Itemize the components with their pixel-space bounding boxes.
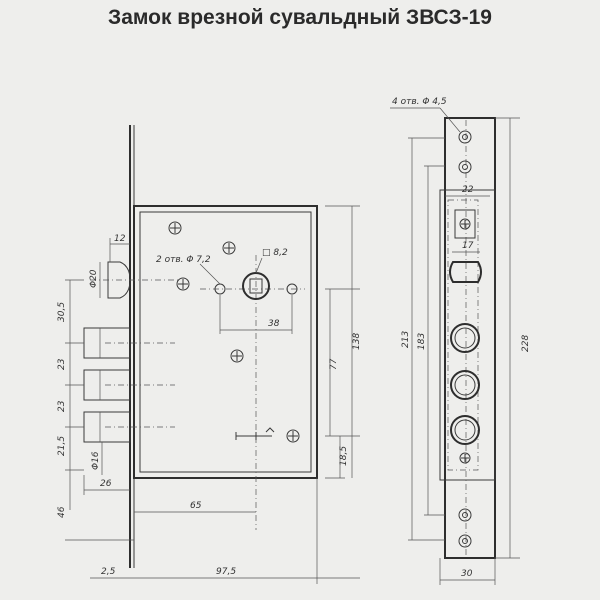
dim-holes-7-2: 2 отв. Φ 7,2	[156, 255, 211, 265]
dim-22: 22	[462, 185, 474, 195]
deadbolt-side	[450, 370, 480, 400]
mount-hole	[286, 283, 298, 295]
screw-hole	[458, 130, 472, 144]
dim-97-5: 97,5	[216, 567, 236, 577]
side-view	[439, 117, 496, 559]
dim-23b: 23	[57, 400, 67, 412]
dim-46: 46	[57, 506, 67, 518]
latch-opening	[454, 209, 476, 239]
dim-65: 65	[190, 501, 202, 511]
faceplate-body	[439, 189, 496, 481]
screw-icon	[459, 218, 471, 230]
screw-hole	[458, 534, 472, 548]
dim-18-5: 18,5	[339, 446, 349, 466]
screw-hole	[458, 160, 472, 174]
spindle-icon	[242, 272, 270, 300]
deadbolt-side	[450, 415, 480, 445]
dim-phi16: Φ16	[91, 451, 101, 470]
front-view	[83, 125, 318, 568]
dim-holes-4-5: 4 отв. Φ 4,5	[392, 97, 447, 107]
dim-228: 228	[521, 335, 531, 352]
keyhole-icon	[235, 427, 275, 440]
square-hole	[249, 278, 263, 294]
dim-38: 38	[268, 319, 280, 329]
dim-23a: 23	[57, 358, 67, 370]
screw-icon	[176, 277, 190, 291]
dim-77: 77	[329, 358, 339, 370]
screw-hole	[458, 508, 472, 522]
screw-icon	[230, 349, 244, 363]
dim-17: 17	[462, 241, 474, 251]
dim-183: 183	[417, 333, 427, 350]
dim-square-8-2: □ 8,2	[262, 248, 288, 258]
screw-icon	[286, 429, 300, 443]
dim-138: 138	[352, 333, 362, 350]
screw-icon	[459, 452, 471, 464]
side-dims: 4 отв. Φ 4,5 22 17 213 183 228 30	[390, 97, 531, 585]
dim-phi20: Φ20	[89, 269, 99, 288]
front-dims: 12 Φ20 30,5 23 23 21,5 46 Φ16 26 65 2,5 …	[57, 205, 362, 584]
lock-body-inner	[139, 211, 312, 473]
latch-bolt-side	[449, 261, 482, 283]
dim-26: 26	[100, 479, 112, 489]
dim-21-5: 21,5	[57, 436, 67, 456]
lock-body	[133, 205, 318, 479]
deadbolt-side	[450, 323, 480, 353]
dim-30-5: 30,5	[57, 302, 67, 322]
dim-213: 213	[401, 331, 411, 348]
faceplate	[444, 117, 496, 559]
dim-30: 30	[461, 569, 473, 579]
dim-2-5: 2,5	[101, 567, 116, 577]
dim-12: 12	[114, 234, 126, 244]
screw-icon	[222, 241, 236, 255]
page-title: Замок врезной сувальдный ЗВСЗ-19	[108, 6, 492, 29]
screw-icon	[168, 221, 182, 235]
